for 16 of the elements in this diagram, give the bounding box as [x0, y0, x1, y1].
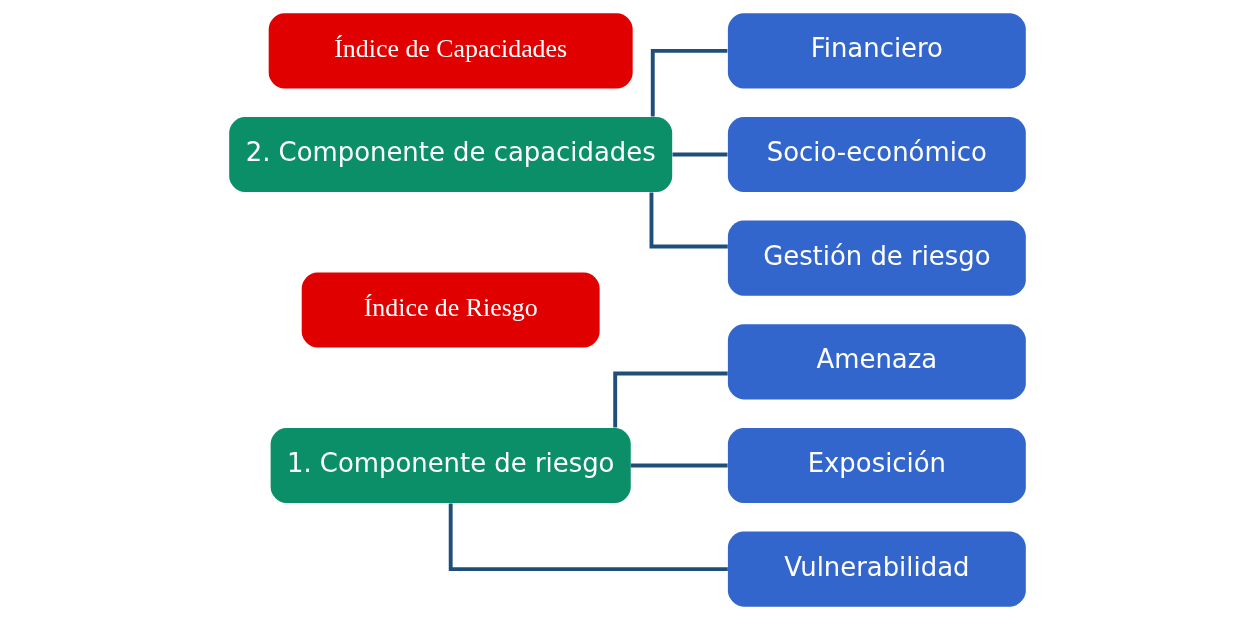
node-box: Gestión de riesgo	[727, 220, 1026, 296]
connector	[613, 371, 728, 428]
node-box: Socio-económico	[727, 117, 1026, 193]
connector	[650, 49, 728, 117]
node-box: Financiero	[727, 13, 1026, 89]
node-box: Exposición	[727, 427, 1026, 503]
node-box: Amenaza	[727, 324, 1026, 400]
connector	[672, 152, 728, 157]
node-box: Índice de Capacidades	[268, 13, 633, 89]
connector	[448, 503, 728, 571]
connector	[630, 463, 728, 468]
node-box: Índice de Riesgo	[301, 272, 600, 348]
node-box: Vulnerabilidad	[727, 531, 1026, 607]
node-box: 1. Componente de riesgo	[270, 427, 631, 503]
node-box: 2. Componente de capacidades	[229, 117, 673, 193]
connector	[649, 192, 728, 249]
